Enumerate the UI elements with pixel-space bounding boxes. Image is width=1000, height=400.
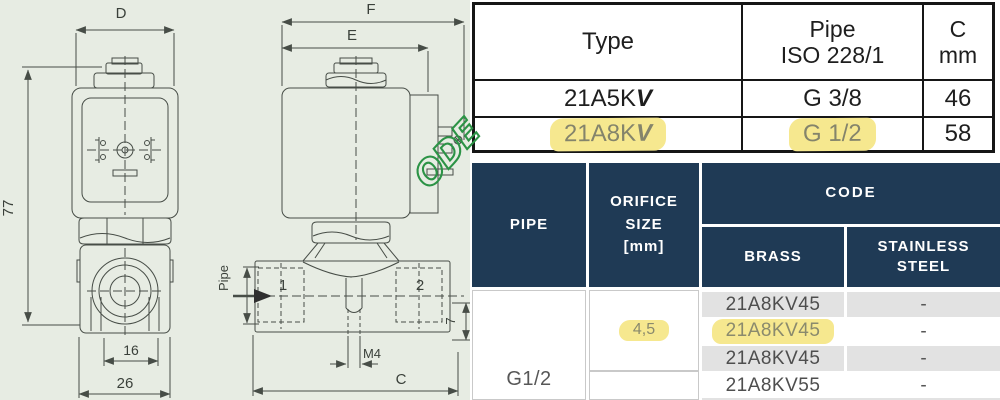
dim-label-d: D xyxy=(116,5,127,22)
highlight-orifice-45: 4,5 xyxy=(618,320,670,341)
header-stainless-steel: STAINLESS STEEL xyxy=(847,227,1000,287)
col-header-type: Type xyxy=(581,28,635,55)
front-view xyxy=(22,26,179,398)
highlight-g12: G 1/2 xyxy=(789,117,876,151)
stainless-code: - xyxy=(847,346,1000,371)
dim-label-77: 77 xyxy=(0,200,17,217)
brass-code: 21A8KV55 xyxy=(725,374,821,396)
stainless-code: - xyxy=(920,374,927,396)
port-label-1: 1 xyxy=(279,277,287,294)
port-label-2: 2 xyxy=(416,277,424,294)
pipe-cell-g12: G 1/2 xyxy=(741,116,922,151)
code-row-1: 21A8KV45 - xyxy=(702,292,1000,317)
header-code: CODE xyxy=(702,163,1000,224)
dim-label-16: 16 xyxy=(123,342,139,358)
c-cell-58: 58 xyxy=(922,116,992,150)
terminal-symbol-left xyxy=(95,137,106,163)
dim-label-e: E xyxy=(347,27,357,44)
type-dimension-table: Type Pipe ISO 228/1 C mm 21A5KV G 3/8 46… xyxy=(472,2,995,153)
highlight-21a8kv: 21A8KV xyxy=(549,117,667,151)
stainless-code: - xyxy=(847,292,1000,317)
flow-direction-arrow xyxy=(233,289,272,303)
header-brass: BRASS xyxy=(702,227,844,287)
code-row-2: 21A8KV45 - xyxy=(702,319,1000,344)
orifice-value-cell: 4,5 xyxy=(589,290,699,371)
terminal-symbol-right xyxy=(144,137,155,163)
dim-label-7: 7 xyxy=(443,317,458,324)
header-orifice-size: ORIFICE SIZE [mm] xyxy=(589,163,699,287)
brass-code: 21A8KV45 xyxy=(702,319,844,344)
brass-code: 21A8KV45 xyxy=(702,292,844,317)
stainless-code: - xyxy=(920,320,927,342)
type-cell-21a5kv: 21A5KV xyxy=(475,79,741,116)
valve-dimension-drawing: D 77 16 26 F E 1 2 Pipe M4 C 7 xyxy=(0,1,470,398)
col-header-pipe: Pipe ISO 228/1 xyxy=(741,5,922,79)
c-cell-46: 46 xyxy=(922,79,992,116)
pipe-value-cell: G1/2 xyxy=(472,290,586,400)
dim-label-f: F xyxy=(366,1,375,18)
brass-code: 21A8KV45 xyxy=(702,346,844,371)
pipe-label: Pipe xyxy=(216,265,231,291)
thread-label-m4: M4 xyxy=(363,346,381,361)
header-pipe: PIPE xyxy=(472,163,586,287)
type-cell-21a8kv: 21A8KV xyxy=(475,116,741,151)
dimension-labels: D 77 16 26 F E 1 2 Pipe M4 C 7 xyxy=(0,1,458,392)
technical-drawing-panel: D 77 16 26 F E 1 2 Pipe M4 C 7 xyxy=(0,0,470,400)
dim-label-c: C xyxy=(396,371,407,388)
col-header-c-mm: C mm xyxy=(922,5,992,79)
pipe-cell-g38: G 3/8 xyxy=(741,79,922,116)
dim-label-26: 26 xyxy=(117,375,134,392)
partial-row-5 xyxy=(702,398,1000,400)
highlight-21a8kv45: 21A8KV45 xyxy=(711,319,835,344)
code-row-3: 21A8KV45 - xyxy=(702,346,1000,371)
code-row-4: 21A8KV55 - xyxy=(702,373,1000,398)
orifice-empty-cell xyxy=(589,371,699,400)
side-view xyxy=(233,18,470,396)
